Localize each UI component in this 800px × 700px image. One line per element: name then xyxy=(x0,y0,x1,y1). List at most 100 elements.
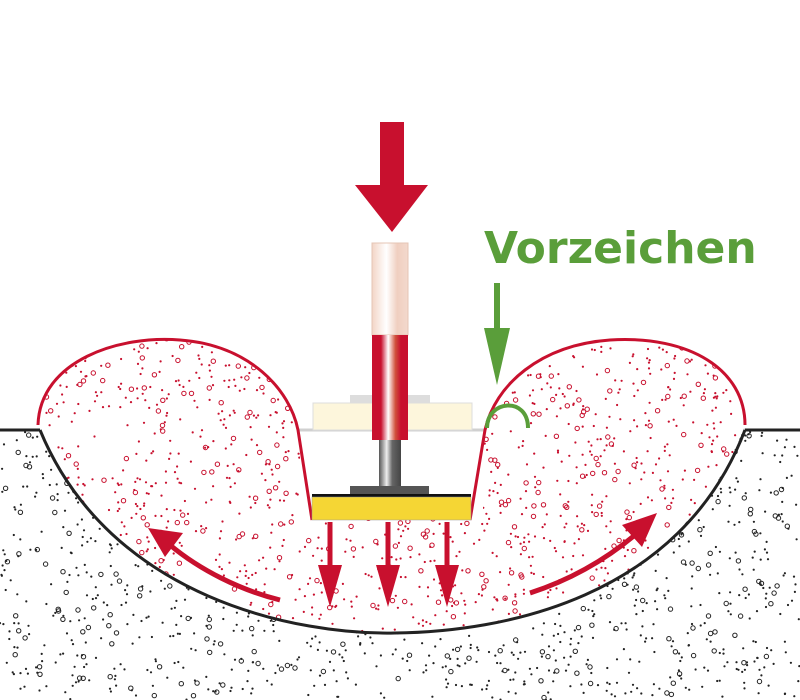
texture-dot xyxy=(146,536,149,539)
texture-dot xyxy=(395,675,401,682)
texture-dot xyxy=(425,620,428,624)
texture-dot xyxy=(476,646,479,649)
texture-dot xyxy=(175,357,181,364)
texture-dot xyxy=(178,383,181,387)
texture-dot xyxy=(160,428,166,434)
texture-dot xyxy=(94,586,97,589)
texture-dot xyxy=(681,431,687,438)
texture-dot xyxy=(730,412,733,415)
texture-dot xyxy=(539,649,546,655)
texture-dot xyxy=(488,457,494,463)
texture-dot xyxy=(631,462,637,468)
texture-dot xyxy=(224,447,227,450)
texture-dot xyxy=(334,380,338,383)
texture-dot xyxy=(270,531,273,534)
texture-dot xyxy=(646,496,650,499)
texture-dot xyxy=(599,438,602,441)
texture-dot xyxy=(519,542,522,545)
texture-dot xyxy=(692,421,695,424)
texture-dot xyxy=(768,601,774,607)
texture-dot xyxy=(247,576,250,580)
texture-dot xyxy=(123,455,130,462)
texture-dot xyxy=(325,336,327,338)
texture-dot xyxy=(297,656,301,659)
texture-dot xyxy=(249,426,252,429)
texture-dot xyxy=(782,574,785,577)
texture-dot xyxy=(266,488,272,494)
texture-dot xyxy=(716,494,720,498)
texture-dot xyxy=(379,692,382,695)
texture-dot xyxy=(284,451,287,454)
texture-dot xyxy=(396,606,399,609)
texture-dot xyxy=(658,346,661,349)
texture-dot xyxy=(596,438,599,441)
texture-dot xyxy=(515,353,521,359)
texture-dot xyxy=(151,629,154,632)
texture-dot xyxy=(434,645,437,648)
texture-dot xyxy=(237,470,240,473)
texture-dot xyxy=(734,533,740,540)
texture-dot xyxy=(274,463,281,470)
texture-dot xyxy=(617,391,620,394)
flow-arrow-right-icon xyxy=(529,513,657,596)
texture-dot xyxy=(78,527,81,530)
texture-dot xyxy=(173,508,176,512)
texture-dot xyxy=(779,460,782,464)
footing-plate xyxy=(311,496,472,521)
texture-dot xyxy=(499,483,502,486)
texture-dot xyxy=(286,341,290,345)
texture-dot xyxy=(469,646,472,650)
texture-dot xyxy=(300,370,306,377)
texture-dot xyxy=(337,695,340,698)
texture-dot xyxy=(587,608,590,611)
texture-dot xyxy=(723,600,729,607)
texture-dot xyxy=(577,642,580,645)
texture-dot xyxy=(563,395,566,398)
texture-dot xyxy=(575,624,582,631)
texture-dot xyxy=(640,462,643,465)
texture-dot xyxy=(445,610,448,613)
texture-dot xyxy=(210,358,217,364)
texture-dot xyxy=(241,629,244,632)
texture-dot xyxy=(442,532,445,535)
texture-dot xyxy=(684,563,687,566)
texture-dot xyxy=(645,585,652,591)
texture-dot xyxy=(52,509,58,516)
texture-dot xyxy=(613,462,617,465)
texture-dot xyxy=(746,664,749,667)
texture-dot xyxy=(502,372,505,375)
texture-dot xyxy=(41,473,44,476)
texture-dot xyxy=(160,514,163,518)
texture-dot xyxy=(558,387,561,390)
texture-dot xyxy=(659,479,662,482)
texture-dot xyxy=(35,491,38,494)
texture-dot xyxy=(145,550,148,553)
texture-dot xyxy=(687,540,690,543)
texture-dot xyxy=(85,663,88,666)
texture-dot xyxy=(747,562,749,564)
texture-dot xyxy=(572,403,575,406)
texture-dot xyxy=(714,591,717,594)
texture-dot xyxy=(236,614,242,620)
texture-dot xyxy=(165,397,168,400)
texture-dot xyxy=(491,551,494,555)
texture-dot xyxy=(514,345,517,348)
texture-dot xyxy=(765,540,768,544)
texture-dot xyxy=(12,673,15,676)
texture-dot xyxy=(82,482,85,486)
texture-dot xyxy=(160,494,163,497)
texture-dot xyxy=(114,491,117,494)
texture-dot xyxy=(744,492,747,495)
texture-dot xyxy=(131,599,134,602)
texture-dot xyxy=(652,683,656,686)
texture-dot xyxy=(707,550,713,556)
texture-dot xyxy=(110,339,113,341)
texture-dot xyxy=(35,455,38,458)
texture-dot xyxy=(172,573,175,576)
texture-dot xyxy=(269,546,272,549)
texture-dot xyxy=(583,476,587,479)
texture-dot xyxy=(75,594,78,597)
texture-dot xyxy=(486,522,489,525)
texture-dot xyxy=(648,604,651,607)
texture-dot xyxy=(0,573,3,576)
